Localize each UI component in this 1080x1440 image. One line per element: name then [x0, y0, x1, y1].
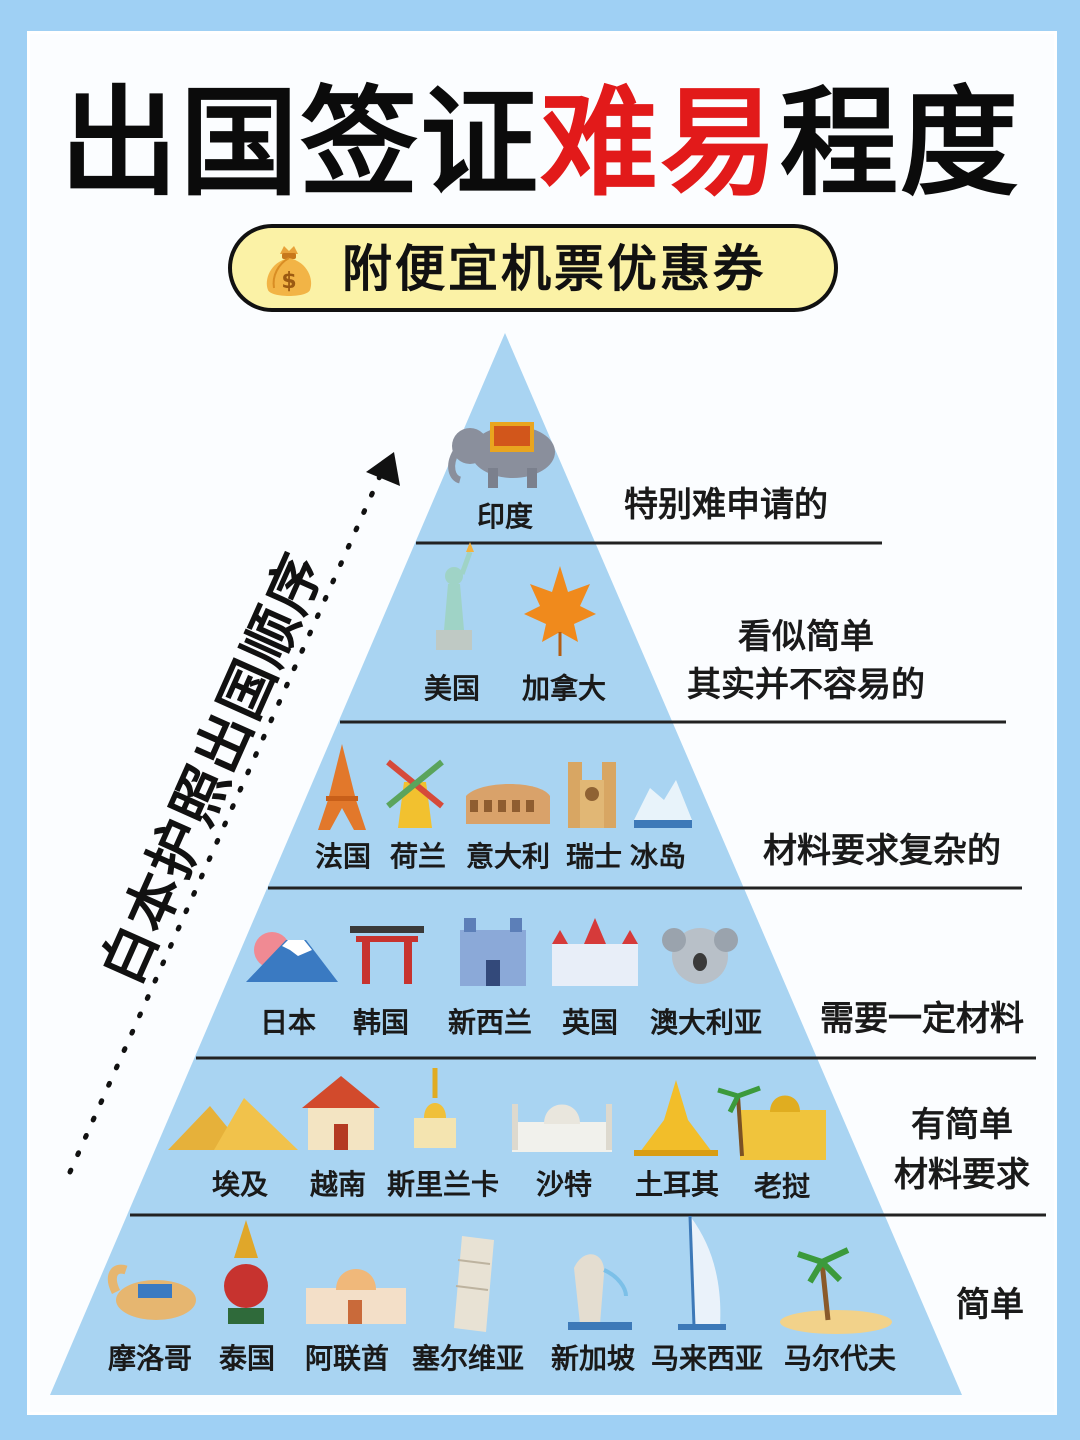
tier-2-label-line-2: 其实并不容易的: [687, 665, 925, 705]
country-switzerland: 瑞士: [566, 840, 622, 873]
tier-5-label-line-2: 材料要求: [894, 1155, 1030, 1195]
country-new-zealand: 新西兰: [448, 1006, 532, 1039]
country-korea: 韩国: [353, 1006, 409, 1039]
country-sri-lanka: 斯里兰卡: [387, 1168, 499, 1201]
tier-4-label: 需要一定材料: [820, 999, 1024, 1039]
country-serbia: 塞尔维亚: [412, 1342, 524, 1375]
maple-leaf-icon: [524, 566, 596, 656]
country-malaysia: 马来西亚: [651, 1342, 763, 1375]
page-title: 出国签证难易程度: [0, 78, 1080, 208]
castle-icon: [552, 918, 638, 986]
tier-5-label-line-1: 有简单: [911, 1105, 1013, 1145]
tier-1-label: 特别难申请的: [624, 485, 828, 525]
parliament-building-icon: [460, 918, 526, 986]
camel-icon: [107, 1264, 196, 1320]
country-canada: 加拿大: [522, 672, 606, 705]
burj-al-arab-icon: [678, 1215, 726, 1330]
country-morocco: 摩洛哥: [108, 1342, 192, 1375]
country-japan: 日本: [260, 1006, 316, 1039]
country-netherlands: 荷兰: [390, 840, 446, 873]
country-thailand: 泰国: [219, 1342, 275, 1375]
country-india: 印度: [477, 500, 533, 533]
country-saudi-arabia: 沙特: [536, 1168, 592, 1201]
elephant-icon: [448, 422, 555, 488]
country-egypt: 埃及: [212, 1168, 268, 1201]
title-part-2-highlight: 难易: [539, 74, 780, 212]
stupa-icon: [414, 1068, 456, 1148]
golden-pagoda-icon: [634, 1080, 718, 1156]
mosque-icon: [306, 1269, 406, 1324]
palm-shrine-icon: [717, 1085, 826, 1160]
country-australia: 澳大利亚: [650, 1006, 762, 1039]
country-turkey: 土耳其: [635, 1168, 719, 1201]
money-bag-icon: $: [266, 246, 312, 296]
statue-of-liberty-icon: [436, 542, 474, 650]
mount-fuji-icon: [246, 932, 338, 982]
torii-gate-icon: [350, 926, 424, 984]
colosseum-icon: [466, 784, 550, 824]
country-singapore: 新加坡: [551, 1342, 635, 1375]
country-maldives: 马尔代夫: [784, 1342, 897, 1375]
title-part-3: 程度: [780, 74, 1021, 212]
svg-text:$: $: [281, 269, 296, 294]
notre-dame-icon: [568, 762, 616, 828]
order-arrow-line: [67, 473, 383, 1175]
eiffel-tower-icon: [318, 744, 366, 830]
country-france: 法国: [315, 840, 371, 873]
country-uk: 英国: [562, 1006, 618, 1039]
country-iceland: 冰岛: [630, 840, 686, 873]
country-vietnam: 越南: [310, 1168, 366, 1201]
title-part-1: 出国签证: [59, 74, 540, 212]
windmill-icon: [386, 759, 444, 828]
pyramids-icon: [168, 1098, 298, 1150]
koala-icon: [662, 928, 738, 984]
country-uae: 阿联酋: [305, 1342, 389, 1375]
taj-mahal-icon: [512, 1104, 612, 1152]
temple-icon: [302, 1076, 380, 1150]
country-italy: 意大利: [466, 840, 550, 873]
island-icon: [780, 1247, 892, 1334]
leaning-tower-icon: [454, 1236, 494, 1332]
thai-guardian-icon: [224, 1220, 268, 1324]
tier-3-label: 材料要求复杂的: [763, 831, 1001, 871]
tier-2-label-line-1: 看似简单: [738, 617, 874, 657]
country-usa: 美国: [424, 672, 480, 705]
subtitle-text: 附便宜机票优惠券: [342, 240, 766, 298]
subtitle-pill: $ 附便宜机票优惠券: [228, 224, 838, 312]
glacier-icon: [634, 780, 692, 828]
order-arrow-head: [366, 452, 400, 486]
pyramid-shape: [50, 333, 962, 1395]
country-laos: 老挝: [754, 1170, 811, 1203]
merlion-icon: [568, 1254, 632, 1330]
tier-6-label: 简单: [956, 1285, 1024, 1325]
